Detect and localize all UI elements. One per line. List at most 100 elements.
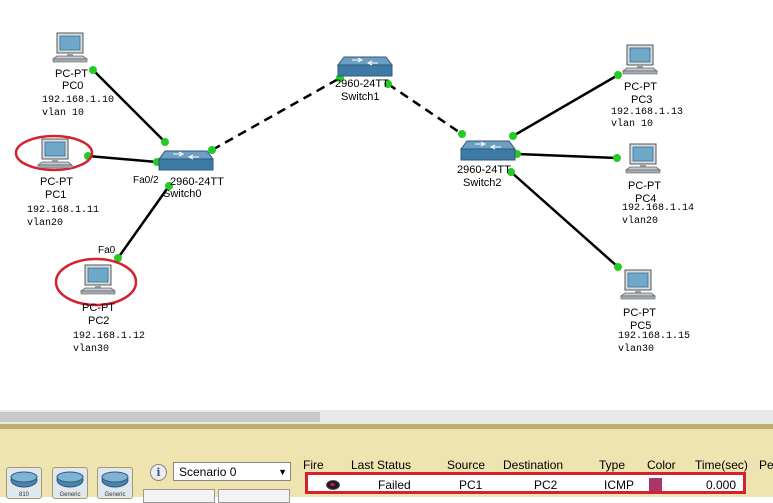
col-periodic: Pe xyxy=(759,458,773,472)
link-dot xyxy=(507,168,515,176)
switch2-icon[interactable] xyxy=(460,140,516,162)
pc4-icon[interactable] xyxy=(625,143,661,175)
delete-scenario-button[interactable] xyxy=(218,489,290,503)
device-type-generic-2[interactable]: Generic xyxy=(97,467,133,499)
logical-workspace[interactable]: PC-PT PC0 192.168.1.10 vlan 10 PC-PT PC1… xyxy=(0,0,773,410)
link-dot xyxy=(161,138,169,146)
new-scenario-button[interactable] xyxy=(143,489,215,503)
pc2-port-label: Fa0 xyxy=(98,245,116,256)
switch0-model-label: 2960-24TT xyxy=(170,176,224,188)
col-type: Type xyxy=(599,458,626,472)
link-switch1-switch2 xyxy=(387,82,463,136)
col-last-status: Last Status xyxy=(351,458,412,472)
device-type-router-810[interactable]: 810 xyxy=(6,467,42,499)
scrollbar-thumb[interactable] xyxy=(0,412,320,422)
switch1-model-label: 2960-24TT xyxy=(335,78,389,90)
link-switch2-pc5 xyxy=(510,171,619,268)
pc3-ip-label: 192.168.1.13 xyxy=(611,107,684,118)
link-switch2-pc3 xyxy=(512,73,619,138)
pc0-ip-label: 192.168.1.10 xyxy=(42,95,115,106)
pc3-type-label: PC-PT xyxy=(624,81,657,93)
col-source: Source xyxy=(447,458,486,472)
link-dot xyxy=(458,130,466,138)
pc1-icon[interactable] xyxy=(37,138,73,170)
switch2-name-label: Switch2 xyxy=(463,177,502,189)
pc4-type-label: PC-PT xyxy=(628,180,661,192)
pc2-type-label: PC-PT xyxy=(82,302,115,314)
link-pc1-switch0 xyxy=(87,154,158,164)
pdu-time: 0.000 xyxy=(706,478,737,492)
router-icon xyxy=(56,471,84,488)
fire-icon[interactable] xyxy=(326,480,340,490)
pc2-ip-label: 192.168.1.12 xyxy=(73,331,146,342)
pc5-icon[interactable] xyxy=(620,269,656,301)
topology-links xyxy=(14,66,622,307)
link-dot xyxy=(89,66,97,74)
link-dot xyxy=(114,254,122,262)
chevron-down-icon: ▼ xyxy=(278,467,287,477)
pc1-name-label: PC1 xyxy=(45,189,67,201)
scenario-select[interactable]: Scenario 0 ▼ xyxy=(173,462,291,481)
router-icon xyxy=(10,471,38,488)
device-type-generic-1[interactable]: Generic xyxy=(52,467,88,499)
pc5-vlan-label: vlan30 xyxy=(618,344,655,355)
col-destination: Destination xyxy=(503,458,564,472)
info-icon[interactable]: i xyxy=(150,464,167,481)
switch1-name-label: Switch1 xyxy=(341,91,380,103)
scenario-select-value: Scenario 0 xyxy=(179,465,237,479)
highlight-ellipse-pc1 xyxy=(14,134,94,172)
link-dot xyxy=(613,154,621,162)
link-pc2-switch0 xyxy=(116,185,171,259)
pc3-vlan-label: vlan 10 xyxy=(611,119,654,130)
pc2-icon[interactable] xyxy=(80,264,116,296)
workspace-horizontal-scrollbar[interactable] xyxy=(0,410,773,424)
device-type-label: Generic xyxy=(104,492,126,498)
pc3-icon[interactable] xyxy=(622,44,658,76)
switch0-icon[interactable] xyxy=(158,150,214,172)
pc5-type-label: PC-PT xyxy=(623,307,656,319)
link-dot xyxy=(614,71,622,79)
pc1-vlan-label: vlan20 xyxy=(27,218,64,229)
col-color: Color xyxy=(647,458,676,472)
router-icon xyxy=(101,471,129,488)
pc4-name-label: PC4 xyxy=(635,193,657,205)
pdu-type: ICMP xyxy=(604,478,634,492)
device-type-label: Generic xyxy=(59,492,81,498)
link-pc0-switch0 xyxy=(92,69,166,143)
bottom-panel: 810 Generic Generic i Scenario 0 ▼ Fire … xyxy=(0,429,773,503)
device-type-label: 810 xyxy=(18,492,29,498)
panel-divider[interactable] xyxy=(0,424,773,429)
pc2-name-label: PC2 xyxy=(88,315,110,327)
pc0-vlan-label: vlan 10 xyxy=(42,108,85,119)
link-dot xyxy=(384,80,392,88)
link-dot xyxy=(509,132,517,140)
pc1-ip-label: 192.168.1.11 xyxy=(27,205,100,216)
pdu-color-swatch xyxy=(649,478,662,491)
pdu-status: Failed xyxy=(378,478,411,492)
pdu-list-header: Fire Last Status Source Destination Type… xyxy=(300,458,773,472)
pdu-row[interactable]: Failed PC1 PC2 ICMP 0.000 xyxy=(305,472,746,494)
switch2-model-label: 2960-24TT xyxy=(457,164,511,176)
pdu-destination: PC2 xyxy=(534,478,558,492)
highlight-ellipse-pc2 xyxy=(54,257,138,307)
pc0-icon[interactable] xyxy=(52,32,88,64)
link-dot xyxy=(208,146,216,154)
link-dot xyxy=(614,263,622,271)
pc5-ip-label: 192.168.1.15 xyxy=(618,331,691,342)
pc5-name-label: PC5 xyxy=(630,320,652,332)
pc3-name-label: PC3 xyxy=(631,94,653,106)
switch1-icon[interactable] xyxy=(337,56,393,78)
pc0-name-label: PC0 xyxy=(62,80,84,92)
link-switch0-switch1 xyxy=(211,76,341,152)
pdu-source: PC1 xyxy=(459,478,483,492)
link-switch2-pc4 xyxy=(516,152,618,160)
pc1-type-label: PC-PT xyxy=(40,176,73,188)
col-fire: Fire xyxy=(303,458,324,472)
pc4-ip-label: 192.168.1.14 xyxy=(622,203,695,214)
pc0-type-label: PC-PT xyxy=(55,68,88,80)
switch0-name-label: Switch0 xyxy=(163,188,202,200)
switch0-port-label: Fa0/2 xyxy=(133,175,159,186)
pc4-vlan-label: vlan20 xyxy=(622,216,659,227)
pc2-vlan-label: vlan30 xyxy=(73,344,110,355)
link-dot xyxy=(165,182,173,190)
